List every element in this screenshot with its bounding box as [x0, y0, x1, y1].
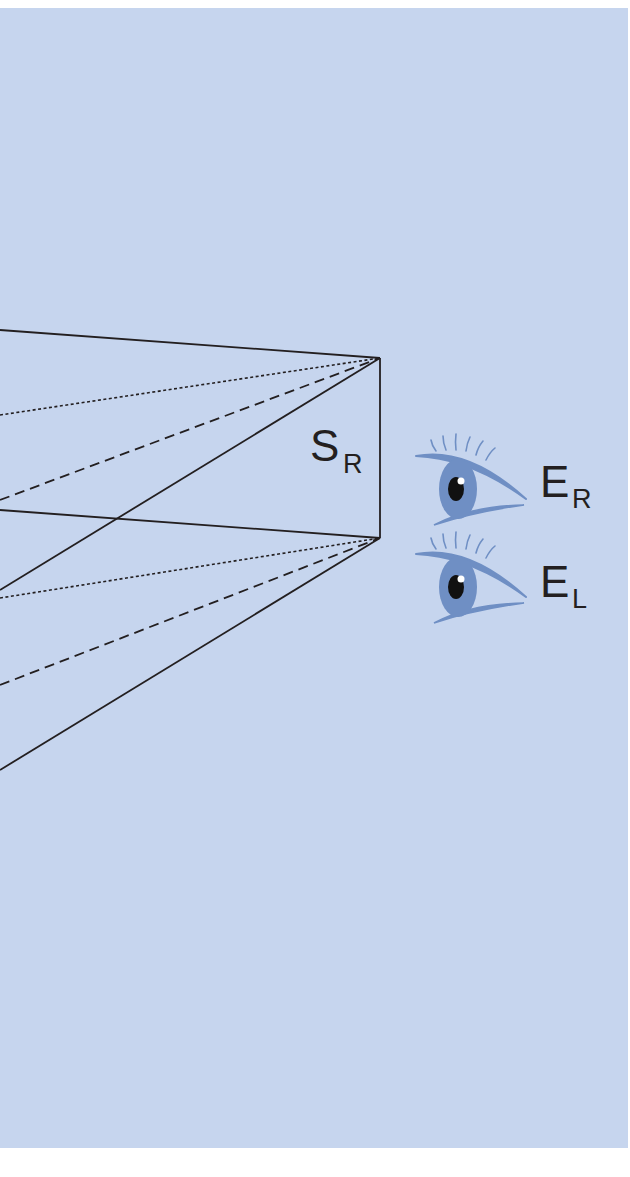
screen-line: [379, 358, 381, 538]
subscript: R: [343, 451, 363, 478]
sight-lines: [0, 330, 380, 770]
subscript: L: [572, 586, 587, 613]
left-eye: [416, 532, 526, 623]
symbol-letter: E: [540, 460, 569, 504]
subscript: R: [572, 486, 592, 513]
symbol-letter: S: [310, 424, 339, 468]
right-eye: [416, 434, 526, 525]
background: [0, 8, 628, 1148]
symbol-letter: E: [540, 560, 569, 604]
